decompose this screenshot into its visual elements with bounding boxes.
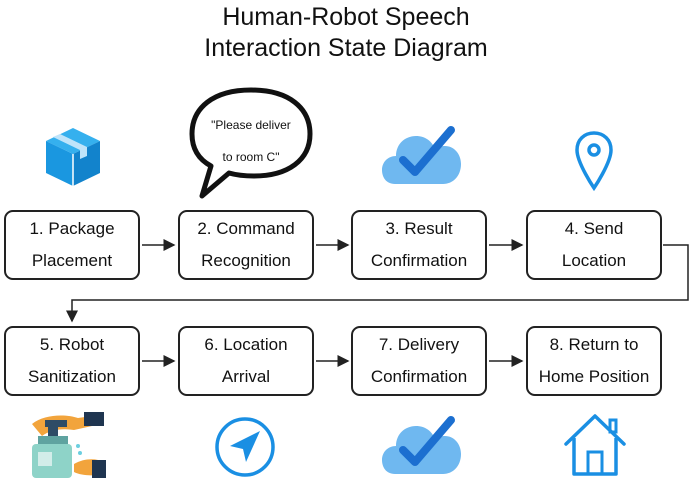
arrow-4-to-5 xyxy=(66,244,689,323)
state-box-delivery-confirmation: 7. Delivery Confirmation xyxy=(351,326,487,396)
package-box-icon xyxy=(46,128,100,186)
state-label-line1: 2. Command xyxy=(197,219,295,238)
home-icon xyxy=(564,414,626,476)
state-label-line2: Confirmation xyxy=(370,367,468,386)
state-label-line1: 1. Package xyxy=(29,219,115,238)
location-pin-icon xyxy=(575,131,613,192)
state-label-line1: 4. Send xyxy=(564,219,624,238)
speech-bubble-text-line-1: "Please deliver xyxy=(211,118,291,132)
hand-sanitizer-icon xyxy=(32,412,106,478)
state-label-line1: 8. Return to xyxy=(549,335,639,354)
state-label-line2: Confirmation xyxy=(370,251,468,270)
diagram-title-line-1: Human-Robot Speech xyxy=(222,3,470,31)
state-label-line1: 3. Result xyxy=(385,219,453,238)
state-label-line2: Location xyxy=(561,251,627,270)
speech-bubble-icon xyxy=(189,87,313,199)
state-box-command-recognition: 2. Command Recognition xyxy=(178,210,314,280)
diagram-title-line-2: Interaction State Diagram xyxy=(204,34,488,62)
state-box-send-location: 4. Send Location xyxy=(526,210,662,280)
speech-bubble-text-line-2: to room C" xyxy=(222,150,280,164)
state-label-line2: Recognition xyxy=(201,251,291,270)
state-label-line2: Arrival xyxy=(221,367,271,386)
cloud-check-icon xyxy=(382,126,461,184)
state-label-line2: Sanitization xyxy=(28,367,116,386)
state-box-location-arrival: 6. Location Arrival xyxy=(178,326,314,396)
cloud-check-icon xyxy=(382,416,461,474)
state-box-result-confirmation: 3. Result Confirmation xyxy=(351,210,487,280)
state-label-line2: Placement xyxy=(31,251,113,270)
state-label-line1: 7. Delivery xyxy=(378,335,460,354)
state-label-line1: 6. Location xyxy=(204,335,288,354)
state-label-line1: 5. Robot xyxy=(39,335,105,354)
state-label-line2: Home Position xyxy=(538,367,650,386)
state-box-robot-sanitization: 5. Robot Sanitization xyxy=(4,326,140,396)
state-box-return-home: 8. Return to Home Position xyxy=(526,326,662,396)
navigation-arrow-icon xyxy=(215,417,275,477)
state-box-package-placement: 1. Package Placement xyxy=(4,210,140,280)
